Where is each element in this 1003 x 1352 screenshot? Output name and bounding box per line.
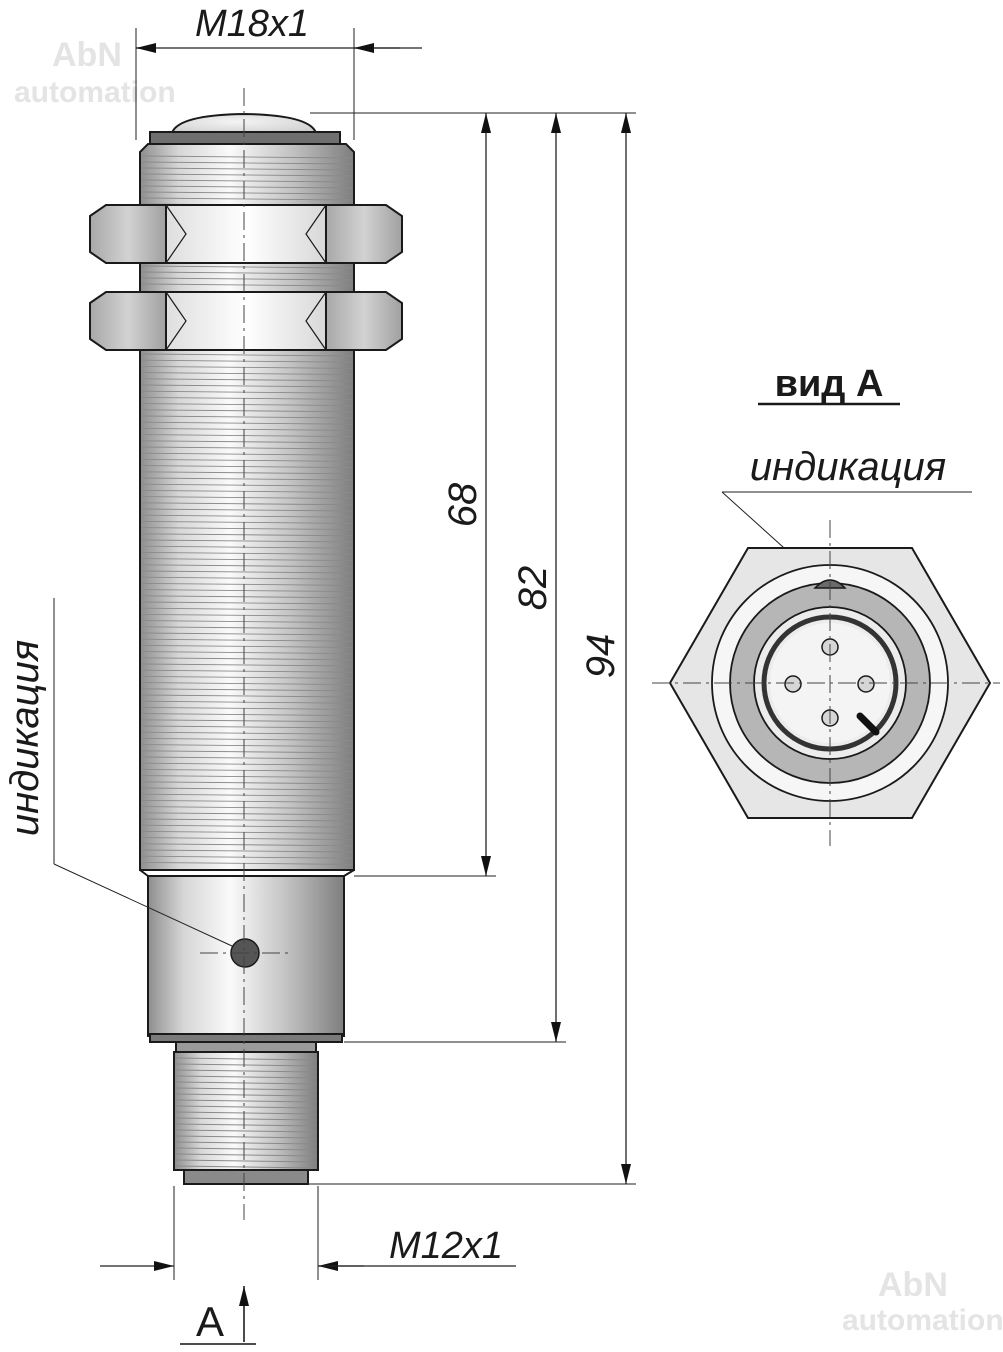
dimension-82: 82	[511, 113, 561, 1042]
barrel-mid-threads	[141, 265, 353, 287]
body-ring	[149, 1033, 343, 1043]
watermark-top-left: AbN automation	[14, 36, 176, 109]
nut-lower	[89, 291, 403, 351]
connector-thread	[173, 1051, 319, 1171]
indication-callout-side: индикация	[3, 598, 233, 947]
view-a-title: вид А	[775, 363, 884, 405]
dimension-94-label: 94	[579, 634, 623, 679]
dimension-94: 94	[579, 113, 631, 1184]
connector-collar	[175, 1041, 317, 1053]
watermark-bottom-right: AbN automation	[842, 1266, 1003, 1337]
dimension-68-label: 68	[441, 482, 485, 527]
dimension-m12-label: M12x1	[389, 1225, 503, 1267]
view-a-marker-label: А	[196, 1298, 224, 1345]
dimension-extension-lines	[308, 112, 636, 1185]
nut-upper	[89, 204, 403, 264]
watermark-brand: AbN	[52, 36, 122, 74]
dimension-m12: M12x1	[100, 1186, 516, 1280]
sensor-side-view	[89, 88, 403, 1220]
watermark-brand: AbN	[878, 1266, 948, 1304]
connector-end	[183, 1169, 309, 1185]
connector-key	[856, 712, 880, 736]
sensing-face-ring	[149, 131, 341, 145]
watermark-tagline: automation	[842, 1304, 1003, 1337]
indication-view-label: индикация	[750, 445, 946, 489]
dimension-m18: M18x1	[135, 3, 422, 140]
barrel-main-threads	[141, 353, 353, 865]
view-a-marker: А	[180, 1286, 256, 1345]
pin-2	[784, 675, 802, 693]
indication-side-label: индикация	[3, 640, 47, 836]
dimension-m18-label: M18x1	[195, 3, 309, 45]
connector-threads	[175, 1057, 317, 1169]
watermark-tagline: automation	[14, 76, 176, 109]
dimension-82-label: 82	[511, 566, 555, 611]
view-a: вид А индикация	[652, 363, 1000, 846]
pin-3	[857, 675, 875, 693]
dimension-68: 68	[441, 113, 491, 876]
